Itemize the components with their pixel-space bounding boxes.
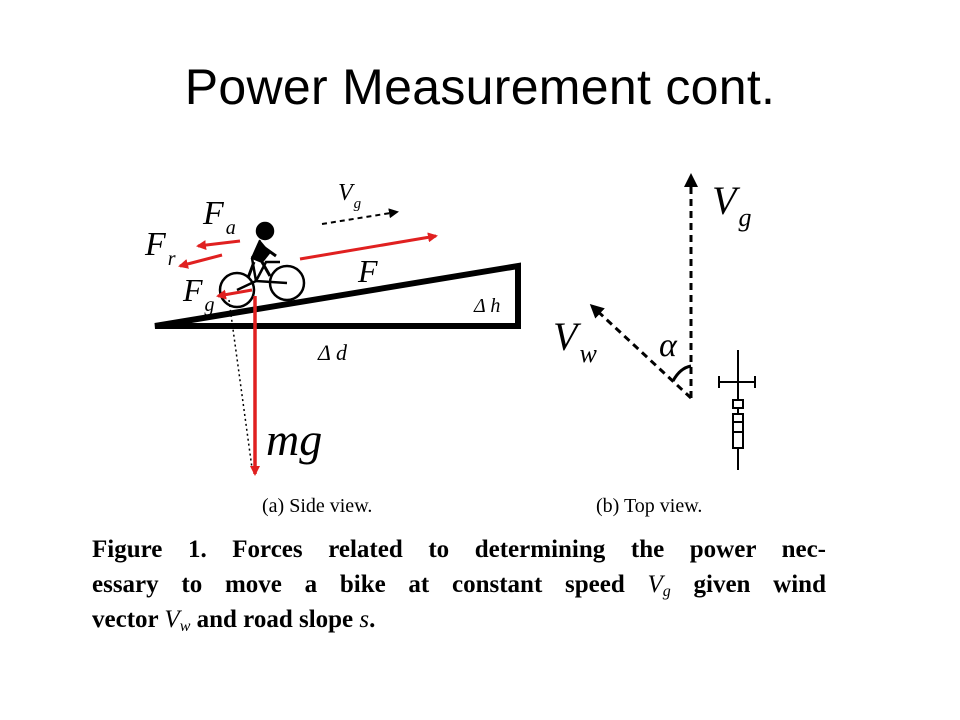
caption-line-1: Figure 1. Forces related to determining …	[92, 536, 826, 563]
top-view: Vg Vw α (b) Top view.	[553, 173, 756, 517]
label-delta-d: Δ d	[317, 340, 348, 365]
label-Vw-top: Vw	[553, 314, 597, 368]
dotted-component-line	[228, 299, 253, 469]
ramp-triangle	[154, 262, 521, 329]
bike-top-icon	[718, 350, 756, 470]
caption-top-view: (b) Top view.	[596, 495, 702, 517]
caption-line-3: vector Vw and road slope s.	[92, 606, 376, 635]
figure-caption: Figure 1. Forces related to determining …	[92, 532, 826, 637]
angle-arc	[671, 364, 692, 382]
caption-line-2: essary to move a bike at constant speed …	[92, 571, 826, 600]
arrow-Fg	[216, 288, 253, 300]
arrow-F	[299, 232, 438, 261]
label-alpha: α	[659, 327, 678, 364]
caption-side-view: (a) Side view.	[262, 495, 372, 517]
arrow-Vg-side	[321, 208, 399, 225]
label-Vg-side: Vg	[338, 180, 362, 212]
arrow-Fr	[178, 253, 223, 269]
arrow-Fa	[196, 239, 241, 251]
label-F: F	[357, 253, 378, 289]
label-mg: mg	[266, 414, 322, 465]
arrow-Vw-top	[589, 303, 693, 400]
label-delta-h: Δ h	[473, 295, 500, 317]
cyclist-icon	[218, 221, 306, 309]
label-Vg-top: Vg	[712, 178, 751, 232]
slide-title: Power Measurement cont.	[184, 59, 776, 115]
